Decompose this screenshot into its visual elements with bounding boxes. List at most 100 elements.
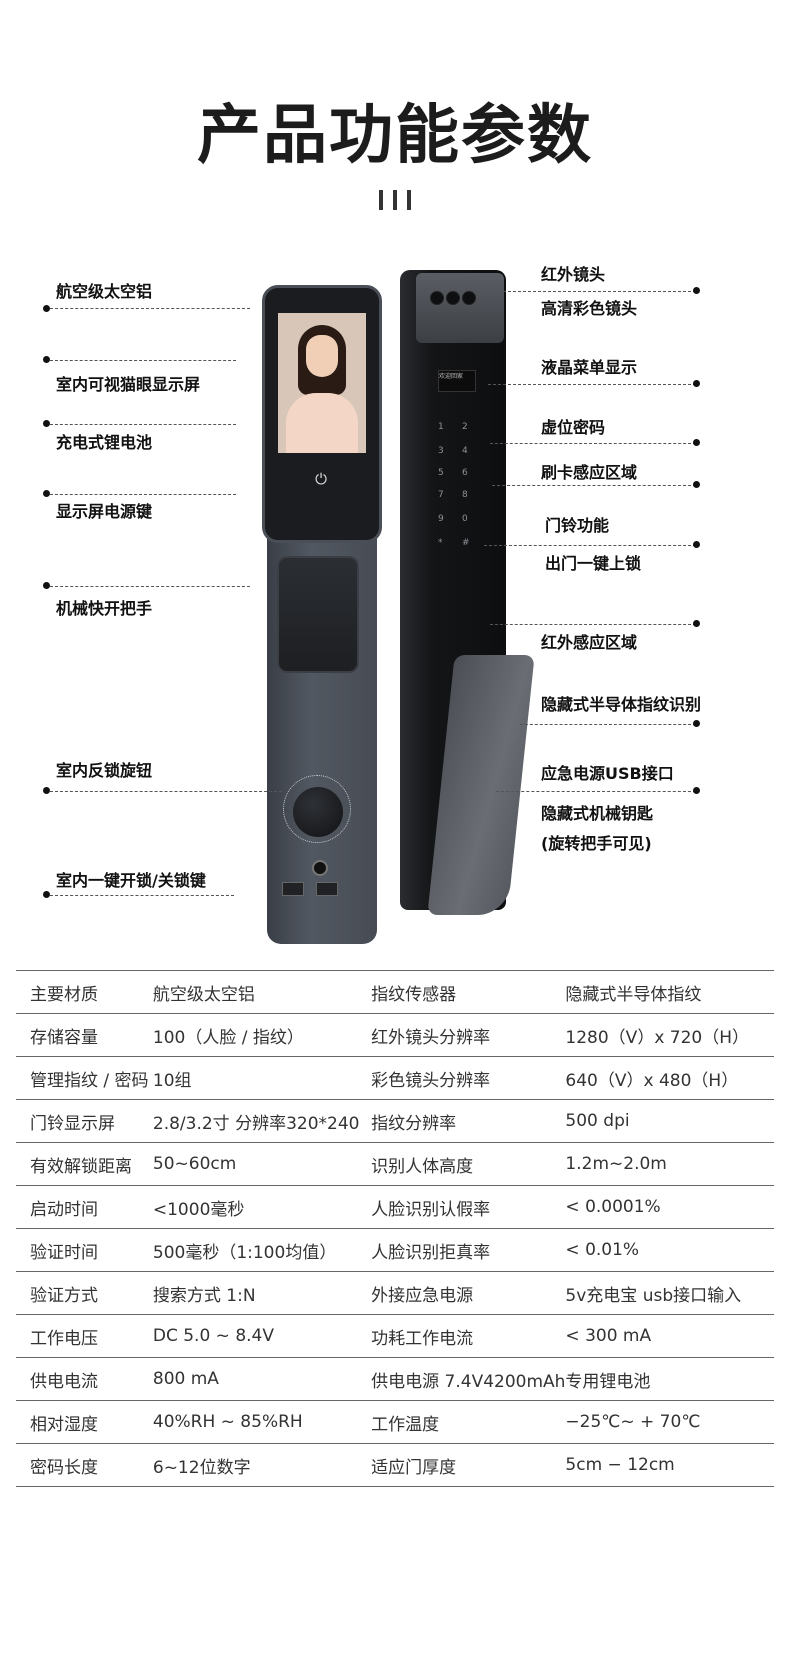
spec-label: 指纹传感器 [371,970,566,1014]
key-star: * [438,538,443,548]
spec-label: 相对湿度 [16,1400,153,1444]
callout-power-key: 显示屏电源键 [56,502,153,521]
key-3: 3 [438,446,444,456]
callout-aluminum: 航空级太空铝 [56,282,153,301]
spec-value: < 300 mA [565,1314,774,1358]
callout-password: 虚位密码 [541,418,606,437]
title-divider [379,190,411,210]
key-9: 9 [438,514,444,524]
inner-button [312,860,328,876]
knob-ring [283,775,351,843]
key-hash: # [462,538,470,548]
key-0: 0 [462,514,468,524]
callout-card-area: 刷卡感应区域 [541,463,638,482]
spec-label: 彩色镜头分辨率 [371,1056,566,1100]
spec-value: 640（V）x 480（H） [565,1056,774,1100]
callout-usb: 应急电源USB接口 [541,764,674,783]
inner-handle [277,556,359,673]
spec-value: 6~12位数字 [152,1443,372,1487]
spec-label: 供电电源 7.4V4200mAh [371,1357,566,1401]
spec-label: 门铃显示屏 [16,1099,153,1143]
callout-fingerprint: 隐藏式半导体指纹识别 [541,695,702,714]
callout-battery: 充电式锂电池 [56,433,153,452]
spec-value: 1280（V）x 720（H） [565,1013,774,1057]
key-7: 7 [438,490,444,500]
callout-key-note: (旋转把手可见) [541,834,652,853]
product-diagram: ⏻ 欢迎回家 1 2 3 4 5 6 7 8 9 0 * # 航空级太空铝 室内… [0,265,790,970]
key-1: 1 [438,422,444,432]
callout-doorbell: 门铃功能 [545,516,610,535]
power-icon: ⏻ [315,470,327,488]
spec-value: <1000毫秒 [152,1185,372,1229]
callout-key: 隐藏式机械钥匙 [541,804,654,823]
spec-value: 2.8/3.2寸 分辨率320*240 [152,1099,372,1143]
spec-value: 搜索方式 1:N [152,1271,372,1315]
callout-ir-sensor: 红外感应区域 [541,633,638,652]
spec-value: 1.2m~2.0m [565,1142,774,1186]
lcd-display: 欢迎回家 [438,370,476,392]
spec-value: 50~60cm [152,1142,372,1186]
spec-label: 工作电压 [16,1314,153,1358]
inner-key-right [316,882,338,896]
spec-label: 外接应急电源 [371,1271,566,1315]
page-title: 产品功能参数 [197,99,593,173]
spec-label: 验证方式 [16,1271,153,1315]
spec-label: 密码长度 [16,1443,153,1487]
spec-label: 供电电流 [16,1357,153,1401]
callout-handle: 机械快开把手 [56,599,153,618]
camera-module [416,273,504,343]
spec-label: 有效解锁距离 [16,1142,153,1186]
spec-label: 验证时间 [16,1228,153,1272]
key-2: 2 [462,422,468,432]
spec-value: 航空级太空铝 [152,970,372,1014]
callout-lcd: 液晶菜单显示 [541,358,638,377]
spec-label: 适应门厚度 [371,1443,566,1487]
spec-label: 功耗工作电流 [371,1314,566,1358]
key-6: 6 [462,468,468,478]
callout-inner-key: 室内一键开锁/关锁键 [56,871,206,890]
spec-label: 主要材质 [16,970,153,1014]
spec-value: 100（人脸 / 指纹） [152,1013,372,1057]
spec-label: 管理指纹 / 密码 [16,1056,153,1100]
peephole-screen [278,313,366,453]
spec-label: 识别人体高度 [371,1142,566,1186]
table-row: 启动时间<1000毫秒人脸识别认假率< 0.0001% [16,1185,774,1229]
spec-value: 5cm − 12cm [565,1443,774,1487]
callout-one-key-lock: 出门一键上锁 [545,554,642,573]
spec-value: 500毫秒（1:100均值） [152,1228,372,1272]
spec-value: −25℃~ + 70℃ [565,1400,774,1444]
key-8: 8 [462,490,468,500]
spec-value: DC 5.0 ~ 8.4V [152,1314,372,1358]
spec-label: 红外镜头分辨率 [371,1013,566,1057]
spec-value: 10组 [152,1056,372,1100]
spec-value: 800 mA [152,1357,372,1401]
spec-value: 隐藏式半导体指纹 [565,970,774,1014]
callout-ir-camera: 红外镜头 [541,265,606,284]
callout-peephole-screen: 室内可视猫眼显示屏 [56,375,201,394]
key-4: 4 [462,446,468,456]
inner-key-left [282,882,304,896]
callout-knob: 室内反锁旋钮 [56,761,153,780]
deadbolt-knob [293,787,343,837]
spec-label: 人脸识别拒真率 [371,1228,566,1272]
spec-value: 40%RH ~ 85%RH [152,1400,372,1444]
spec-label: 启动时间 [16,1185,153,1229]
spec-label: 存储容量 [16,1013,153,1057]
table-row: 主要材质航空级太空铝指纹传感器隐藏式半导体指纹 [16,970,774,1014]
spec-value: < 0.01% [565,1228,774,1272]
spec-value: < 0.0001% [565,1185,774,1229]
spec-value: 5v充电宝 usb接口输入 [565,1271,774,1315]
spec-label: 指纹分辨率 [371,1099,566,1143]
spec-value: 500 dpi [565,1099,774,1143]
key-5: 5 [438,468,444,478]
